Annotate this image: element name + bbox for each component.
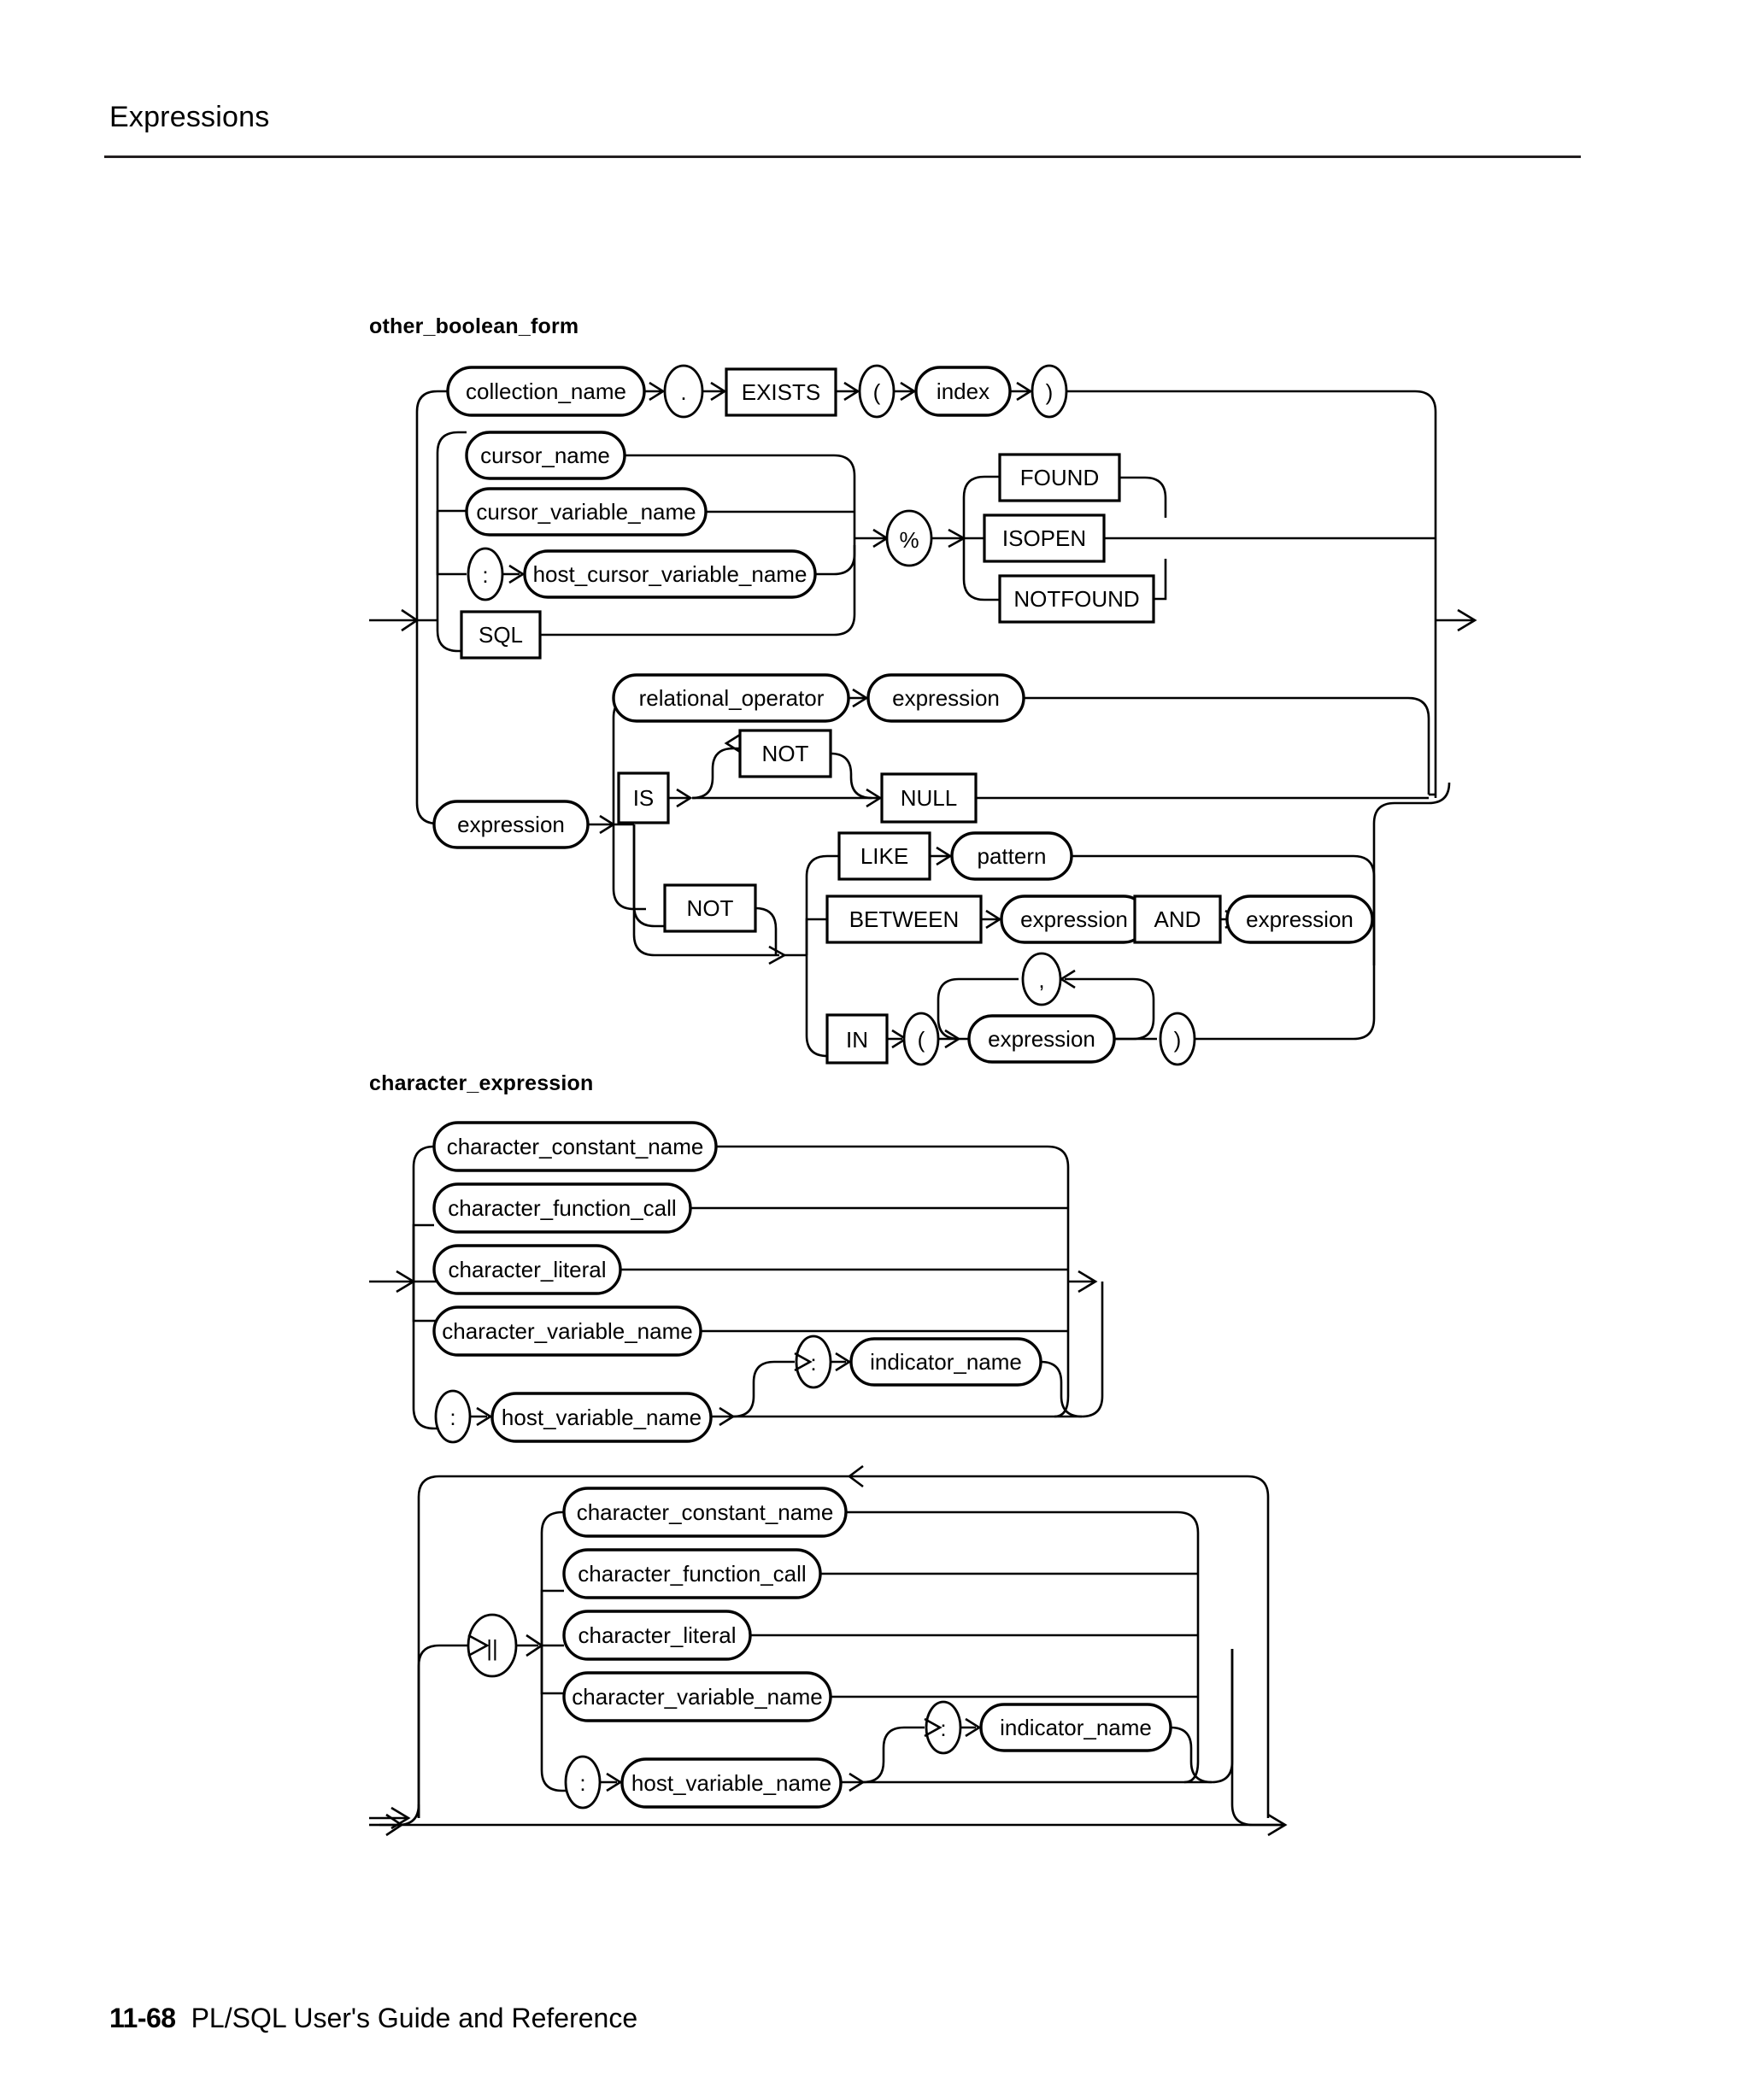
node-colon-indicator-2: : bbox=[810, 1350, 816, 1376]
node-pattern: pattern bbox=[978, 843, 1047, 869]
node-index: index bbox=[937, 378, 990, 404]
node-character-variable-name-2: character_variable_name bbox=[442, 1318, 692, 1344]
node-found: FOUND bbox=[1020, 465, 1099, 490]
page-footer: 11-68 PL/SQL User's Guide and Reference bbox=[109, 2003, 637, 2034]
node-null: NULL bbox=[901, 785, 957, 811]
node-not-optional: NOT bbox=[687, 895, 734, 921]
railroad-diagram-other-boolean-form: collection_name . EXISTS ( index ) curso… bbox=[369, 364, 1477, 1066]
node-indicator-name-3: indicator_name bbox=[1000, 1715, 1152, 1740]
node-percent: % bbox=[899, 527, 919, 553]
node-relational-operator: relational_operator bbox=[639, 685, 825, 711]
node-dot: . bbox=[680, 379, 686, 405]
node-in-lparen: ( bbox=[918, 1027, 925, 1053]
node-colon-indicator-3: : bbox=[940, 1716, 946, 1741]
footer-page-number: 11-68 bbox=[109, 2003, 176, 2033]
node-character-variable-name-3: character_variable_name bbox=[572, 1684, 822, 1710]
railroad-diagram-character-expression: character_constant_name character_functi… bbox=[369, 1121, 1104, 1444]
node-character-literal-3: character_literal bbox=[578, 1622, 737, 1648]
node-cursor-variable-name: cursor_variable_name bbox=[476, 499, 696, 525]
node-like: LIKE bbox=[860, 843, 908, 869]
node-expression-in: expression bbox=[988, 1026, 1095, 1052]
node-character-constant-name-3: character_constant_name bbox=[577, 1499, 834, 1525]
node-and: AND bbox=[1154, 906, 1201, 932]
railroad-diagram-character-expression-concat: || character_constant_name character_fun… bbox=[369, 1464, 1288, 1837]
footer-book-title: PL/SQL User's Guide and Reference bbox=[191, 2003, 638, 2033]
node-in-rparen: ) bbox=[1174, 1027, 1182, 1053]
node-character-constant-name-2: character_constant_name bbox=[447, 1134, 704, 1159]
node-cursor-name: cursor_name bbox=[480, 443, 610, 468]
node-rparen: ) bbox=[1046, 379, 1054, 405]
node-expression-left: expression bbox=[457, 812, 565, 837]
node-host-cursor-variable-name: host_cursor_variable_name bbox=[533, 561, 807, 587]
node-expression-rel: expression bbox=[892, 685, 1000, 711]
diagram-label-character-expression: character_expression bbox=[369, 1071, 594, 1095]
node-host-variable-name-3: host_variable_name bbox=[631, 1770, 831, 1796]
node-collection-name: collection_name bbox=[466, 378, 626, 404]
node-expression-between-high: expression bbox=[1246, 906, 1354, 932]
node-character-function-call-2: character_function_call bbox=[448, 1195, 676, 1221]
header-rule bbox=[104, 155, 1581, 158]
node-colon-host-2: : bbox=[449, 1405, 455, 1430]
page-header-title: Expressions bbox=[109, 101, 270, 133]
node-in: IN bbox=[846, 1027, 868, 1053]
node-concat-operator: || bbox=[486, 1635, 498, 1661]
node-indicator-name-2: indicator_name bbox=[870, 1349, 1022, 1375]
node-colon-host-3: : bbox=[579, 1770, 585, 1796]
node-notfound: NOTFOUND bbox=[1013, 586, 1139, 612]
node-between: BETWEEN bbox=[849, 906, 960, 932]
node-comma: , bbox=[1038, 967, 1044, 993]
node-expression-between-low: expression bbox=[1020, 906, 1128, 932]
node-exists: EXISTS bbox=[742, 379, 820, 405]
node-character-function-call-3: character_function_call bbox=[578, 1561, 806, 1587]
node-sql: SQL bbox=[479, 622, 523, 648]
node-host-variable-name-2: host_variable_name bbox=[502, 1405, 702, 1430]
node-is: IS bbox=[633, 785, 655, 811]
node-colon-host-cursor: : bbox=[482, 562, 488, 588]
node-lparen: ( bbox=[873, 379, 881, 405]
node-not-is: NOT bbox=[762, 741, 809, 766]
node-character-literal-2: character_literal bbox=[449, 1257, 607, 1282]
node-isopen: ISOPEN bbox=[1002, 525, 1086, 551]
diagram-label-other-boolean-form: other_boolean_form bbox=[369, 314, 579, 338]
